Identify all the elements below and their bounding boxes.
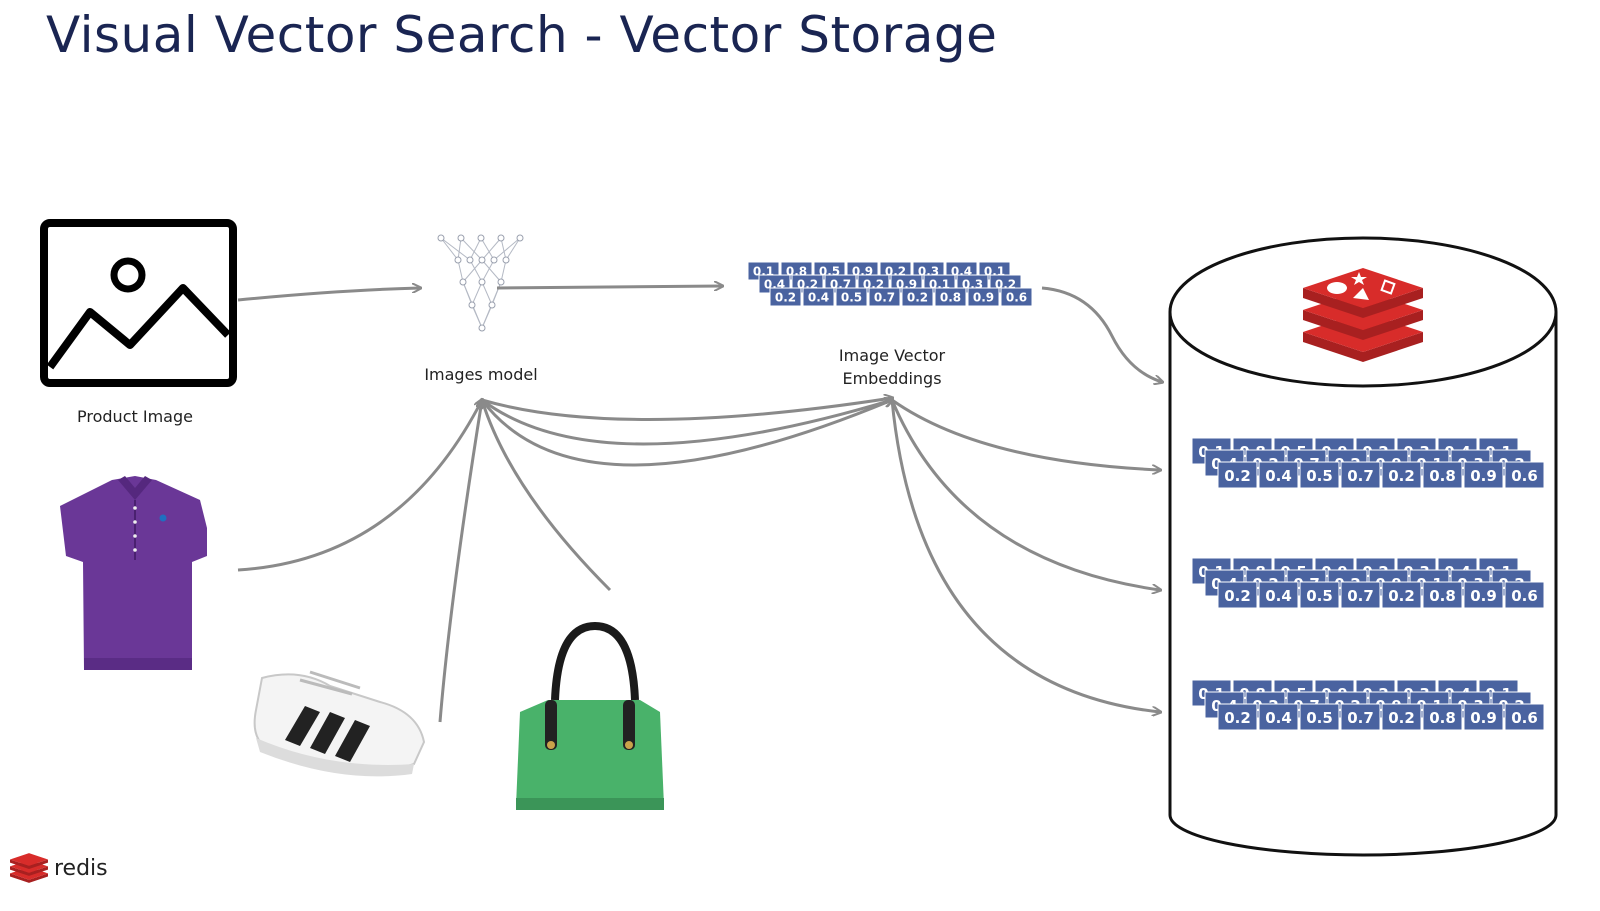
embeddings-label-line1: Image Vector [838,346,946,365]
stored-vector-2: 0.10.80.50.90.20.30.40.10.40.20.70.20.90… [1191,557,1545,609]
embeddings-label-line2: Embeddings [842,369,942,388]
footer-brand: redis [10,852,108,884]
vector-cell-value: 0.5 [1306,587,1333,605]
vector-cell-value: 0.2 [1388,709,1415,727]
footer-brand-text: redis [54,855,108,881]
vector-cell-value: 0.2 [1224,587,1251,605]
vector-cell-value: 0.4 [1265,709,1292,727]
vector-cell-value: 0.4 [1265,467,1292,485]
vector-cell [1463,581,1504,609]
vector-cell [835,287,868,307]
vector-cell-value: 0.4 [1265,587,1292,605]
vector-cell-value: 0.2 [1388,467,1415,485]
vector-cell-value: 0.6 [1511,709,1538,727]
vector-cell-value: 0.8 [1429,467,1456,485]
vector-cell [1463,461,1504,489]
vector-cell-value: 0.2 [1388,587,1415,605]
vector-cell-value: 0.7 [1347,709,1374,727]
vector-cell-value: 0.5 [1306,467,1333,485]
embeddings-label: Image Vector Embeddings [812,344,972,390]
vector-cell [1258,461,1299,489]
vector-cell-value: 0.2 [907,290,928,304]
vector-cell-value: 0.6 [1006,290,1027,304]
vector-cell [934,287,967,307]
vector-cell [1217,581,1258,609]
vector-cell [1504,461,1545,489]
image-placeholder-icon [40,219,237,387]
vector-cell-value: 0.7 [1347,467,1374,485]
page-title: Visual Vector Search - Vector Storage [46,6,998,64]
vector-cell-value: 0.9 [973,290,994,304]
vector-cell [1299,703,1340,731]
polo-shirt-image [60,476,207,670]
vector-cell [1000,287,1033,307]
vector-cell [1258,703,1299,731]
vector-cell-value: 0.9 [1470,467,1497,485]
vector-cell-value: 0.5 [841,290,862,304]
vector-cell [1504,703,1545,731]
vector-cell-value: 0.7 [1347,587,1374,605]
vector-cell [1381,461,1422,489]
images-model-label: Images model [424,365,538,384]
stored-vector-1: 0.10.80.50.90.20.30.40.10.40.20.70.20.90… [1191,437,1545,489]
vector-cell [901,287,934,307]
vector-cell-value: 0.9 [1470,709,1497,727]
vector-cell [1340,461,1381,489]
sneaker-image [253,670,426,777]
vector-cell [769,287,802,307]
flow-arrows [237,286,1162,723]
vector-cell [1217,703,1258,731]
vector-cell-value: 0.6 [1511,587,1538,605]
vector-cell [967,287,1000,307]
vector-cell [868,287,901,307]
vector-cell-value: 0.2 [775,290,796,304]
vector-cell [1258,581,1299,609]
vector-cell-value: 0.6 [1511,467,1538,485]
redis-footer-icon [10,853,48,883]
vector-cell [1463,703,1504,731]
neural-network-icon [437,234,524,332]
vector-cell [1340,703,1381,731]
vector-cell [1422,461,1463,489]
vector-cell [1340,581,1381,609]
vector-cell [1381,703,1422,731]
vector-cell-value: 0.4 [808,290,829,304]
vector-cell [1504,581,1545,609]
vector-cell-value: 0.2 [1224,709,1251,727]
vector-cell-value: 0.9 [1470,587,1497,605]
vector-cell-value: 0.2 [1224,467,1251,485]
vector-cell [802,287,835,307]
vector-cell [1299,581,1340,609]
vector-cell [1422,581,1463,609]
vector-cell [1299,461,1340,489]
vector-cell-value: 0.8 [1429,587,1456,605]
vector-cell [1381,581,1422,609]
product-image-label: Product Image [77,407,193,426]
vector-cell-value: 0.8 [1429,709,1456,727]
vector-cell [1217,461,1258,489]
vector-cell-value: 0.8 [940,290,961,304]
redis-logo-icon [1303,268,1423,362]
handbag-image [516,621,664,810]
vector-cell [1422,703,1463,731]
vector-cell-value: 0.5 [1306,709,1333,727]
stored-vector-3: 0.10.80.50.90.20.30.40.10.40.20.70.20.90… [1191,679,1545,731]
vector-cell-value: 0.7 [874,290,895,304]
